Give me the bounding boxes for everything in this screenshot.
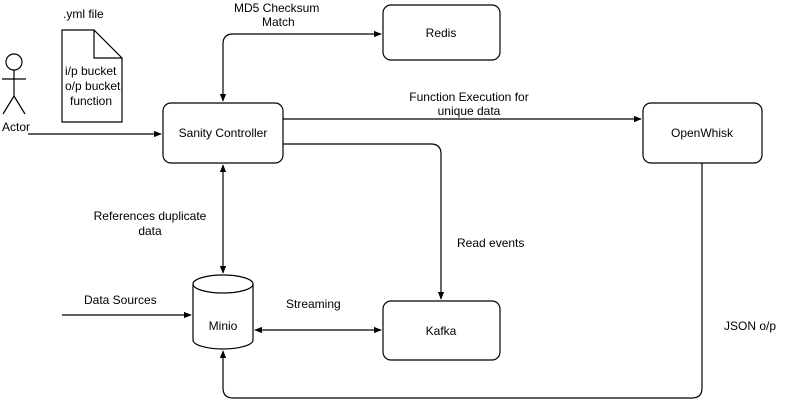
node-sanity-controller: Sanity Controller <box>162 102 284 164</box>
label-function-execution-line1: Function Execution for <box>409 90 528 104</box>
svg-text:Sanity Controller: Sanity Controller <box>179 126 268 140</box>
label-references-duplicate-line1: References duplicate <box>94 209 207 223</box>
node-openwhisk: OpenWhisk <box>642 102 763 164</box>
file-line-input: i/p bucket <box>65 64 117 78</box>
label-streaming: Streaming <box>286 297 341 311</box>
file-line-function: function <box>70 94 112 108</box>
svg-text:Kafka: Kafka <box>426 324 457 338</box>
svg-text:OpenWhisk: OpenWhisk <box>671 126 734 140</box>
svg-text:Minio: Minio <box>209 319 238 333</box>
label-json-output: JSON o/p <box>724 319 776 333</box>
svg-text:Redis: Redis <box>426 26 457 40</box>
edge-openwhisk-minio <box>219 163 703 399</box>
label-data-sources: Data Sources <box>84 293 157 307</box>
label-md5-line2: Match <box>262 15 295 29</box>
edge-redis-controller <box>219 30 382 102</box>
node-redis: Redis <box>382 4 501 61</box>
edge-controller-kafka <box>283 143 445 300</box>
label-references-duplicate-line2: data <box>138 224 162 238</box>
actor-icon <box>2 53 26 115</box>
node-minio-database: Minio <box>192 274 254 350</box>
label-read-events: Read events <box>457 236 524 250</box>
file-line-output: o/p bucket <box>65 79 121 93</box>
node-kafka: Kafka <box>382 300 501 361</box>
yml-file-icon <box>61 29 123 123</box>
label-function-execution-line2: unique data <box>438 104 501 118</box>
label-md5-line1: MD5 Checksum <box>234 1 319 15</box>
actor-label: Actor <box>2 120 30 134</box>
file-caption: .yml file <box>63 7 104 21</box>
